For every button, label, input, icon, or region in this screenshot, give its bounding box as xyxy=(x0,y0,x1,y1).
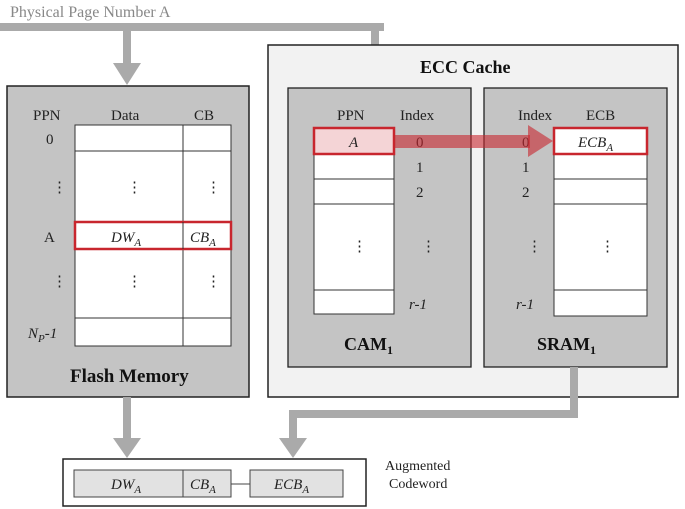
sram-index-dots: ⋮ xyxy=(527,239,542,255)
cam-index-2: 2 xyxy=(416,185,424,201)
sram-entry-ecba-text: ECBA xyxy=(577,135,613,154)
flash-title: Flash Memory xyxy=(70,366,189,387)
ecc-cache-title: ECC Cache xyxy=(420,57,511,77)
flash-row-last-ppn: NP-1 xyxy=(27,326,57,345)
cam-index-1: 1 xyxy=(416,160,424,176)
flash-row-3-cb: ⋮ xyxy=(206,274,221,290)
flash-row-a-data: DWA xyxy=(110,230,141,249)
input-label: Physical Page Number A xyxy=(10,4,171,21)
codeword-label-line1: Augmented xyxy=(385,459,450,474)
sram-dots: ⋮ xyxy=(600,239,615,255)
sram-col-ecb: ECB xyxy=(586,108,615,124)
cam-col-index: Index xyxy=(400,108,435,124)
sram-entry-ecba xyxy=(552,126,649,156)
flash-row-3-ppn: ⋮ xyxy=(52,274,67,290)
codeword-dw: DWA xyxy=(110,477,141,496)
codeword-label-line2: Codeword xyxy=(389,477,447,492)
cam-index-last: r-1 xyxy=(409,297,427,313)
cam-dots: ⋮ xyxy=(352,239,367,255)
flash-row-1-data: ⋮ xyxy=(127,180,142,196)
sram-col-index: Index xyxy=(518,108,553,124)
output-arrows xyxy=(113,367,578,458)
augmented-codeword: DWA CBA ECBA xyxy=(62,458,367,507)
flash-col-ppn: PPN xyxy=(33,108,61,124)
sram-index-1: 1 xyxy=(522,160,530,176)
sram-index-last: r-1 xyxy=(516,297,534,313)
cam-entry-a xyxy=(312,126,396,156)
lookup-arrow xyxy=(394,125,553,157)
codeword-ecb: ECBA xyxy=(273,477,309,496)
flash-row-0-ppn: 0 xyxy=(46,132,54,148)
flash-col-cb: CB xyxy=(194,108,214,124)
ecc-cache-panel: ECC Cache PPN Index A ⋮ 0 1 2 ⋮ r-1 CAM1 xyxy=(267,44,679,398)
flash-highlight-row xyxy=(73,220,233,251)
sram-title: SRAM1 xyxy=(537,334,596,357)
flash-memory-panel: PPN Data CB 0 ⋮ ⋮ ⋮ A DWA CBA ⋮ ⋮ ⋮ NP-1… xyxy=(6,85,250,398)
cam-index-dots: ⋮ xyxy=(421,239,436,255)
flash-row-1-cb: ⋮ xyxy=(206,180,221,196)
sram-panel: Index ECB ECBA ⋮ 0 1 2 ⋮ r-1 SRAM1 xyxy=(483,87,668,368)
codeword-cb: CBA xyxy=(190,477,216,496)
sram-index-2: 2 xyxy=(522,185,530,201)
flash-row-a-cb: CBA xyxy=(190,230,216,249)
flash-col-data: Data xyxy=(111,108,140,124)
cam-col-ppn: PPN xyxy=(337,108,365,124)
cam-panel: PPN Index A ⋮ 0 1 2 ⋮ r-1 CAM1 xyxy=(287,87,472,368)
flash-row-3-data: ⋮ xyxy=(127,274,142,290)
flash-row-1-ppn: ⋮ xyxy=(52,180,67,196)
flash-row-a-ppn: A xyxy=(44,230,55,246)
cam-entry-a-text: A xyxy=(348,135,359,151)
cam-title: CAM1 xyxy=(344,334,393,357)
